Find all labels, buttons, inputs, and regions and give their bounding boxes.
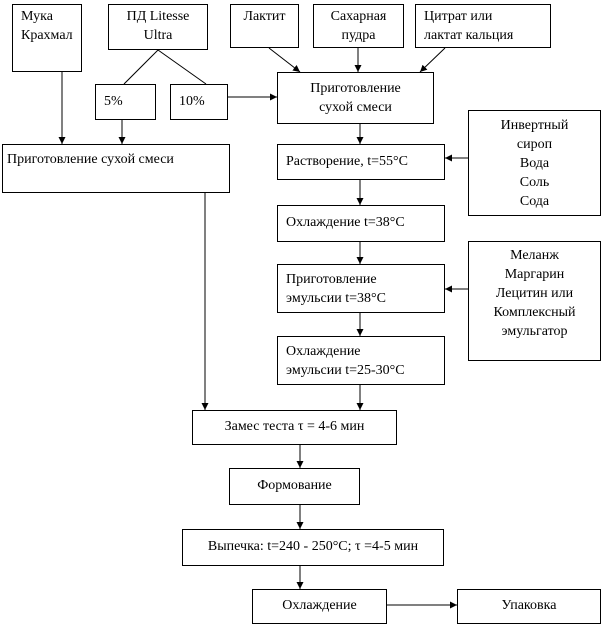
- arrow-citrate-to-drymix: [419, 47, 446, 73]
- node-cooling-final: Охлаждение: [252, 589, 387, 624]
- node-packing: Упаковка: [457, 589, 601, 624]
- node-emulsion-cooling: Охлаждение эмульсии t=25-30°С: [277, 336, 445, 385]
- node-dry-mix-right: Приготовление сухой смеси: [277, 72, 434, 124]
- node-dry-mix-left: Приготовление сухой смеси: [2, 144, 230, 193]
- node-flour-starch: Мука Крахмал: [12, 4, 82, 72]
- node-melange-margarine: Меланж Маргарин Лецитин или Комплексный …: [468, 241, 601, 361]
- node-litesse-ultra: ПД Litesse Ultra: [108, 4, 208, 50]
- node-lactitol: Лактит: [230, 4, 299, 48]
- arrow-lactitol-to-drymix: [268, 47, 301, 73]
- node-forming: Формование: [229, 468, 360, 505]
- node-emulsion-prep: Приготовление эмульсии t=38°С: [277, 264, 445, 313]
- line-litesse-to-10pct: [157, 49, 207, 85]
- node-5-percent: 5%: [95, 84, 156, 120]
- node-calcium-citrate: Цитрат или лактат кальция: [415, 4, 551, 48]
- node-invert-syrup: Инвертный сироп Вода Соль Сода: [468, 110, 601, 216]
- node-dough-kneading: Замес теста τ = 4-6 мин: [192, 410, 397, 445]
- line-litesse-to-5pct: [123, 49, 159, 85]
- node-powdered-sugar: Сахарная пудра: [313, 4, 404, 48]
- node-cooling-38: Охлаждение t=38°С: [277, 205, 445, 242]
- node-baking: Выпечка: t=240 - 250°С; τ =4-5 мин: [182, 529, 444, 566]
- node-10-percent: 10%: [170, 84, 228, 120]
- node-dissolving: Растворение, t=55°С: [277, 144, 445, 180]
